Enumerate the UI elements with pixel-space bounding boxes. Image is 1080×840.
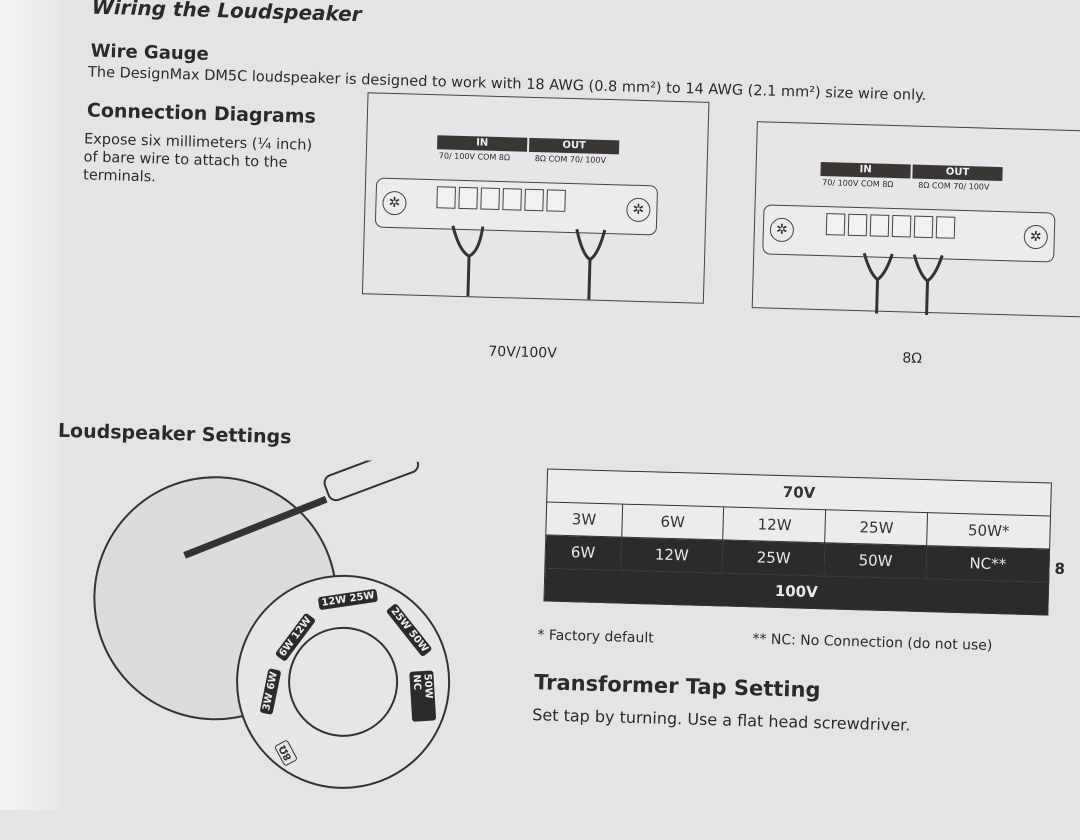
terminal-out-header: OUT — [528, 137, 620, 155]
screw-icon: ✲ — [626, 197, 651, 223]
footnote-factory: * Factory default — [537, 627, 654, 647]
dial-label: 25W 50W — [385, 602, 433, 658]
screw-icon: ✲ — [1023, 224, 1049, 250]
cell: 6W — [621, 504, 725, 540]
cell: NC** — [926, 545, 1050, 583]
dial-label: 50W NC — [409, 670, 437, 722]
wires-icon — [862, 252, 944, 316]
dial-label: 12W 25W — [317, 588, 379, 611]
diagram2-caption: 8Ω — [902, 350, 923, 367]
screwdriver-icon — [183, 455, 420, 559]
cell: 50W — [824, 542, 927, 579]
cell: 12W — [620, 537, 724, 573]
settings-heading: Loudspeaker Settings — [57, 419, 292, 449]
terminal-in-header: IN — [437, 135, 528, 152]
connection-diagram-8ohm: IN OUT 70/ 100V COM 8Ω 8Ω COM 70/ 100V ✲… — [751, 121, 1080, 318]
terminal-out-labels: 8Ω COM 70/ 100V — [918, 180, 990, 192]
terminal-slots — [825, 213, 956, 239]
connection-heading: Connection Diagrams — [86, 99, 317, 128]
section-title: Wiring the Loudspeaker — [91, 0, 362, 27]
page-edge — [0, 0, 60, 810]
cell: 12W — [723, 506, 826, 543]
tap-table: 70V 3W 6W 12W 25W 50W* 6W 12W 25W 50W NC… — [543, 468, 1052, 615]
cell: 6W — [544, 534, 622, 571]
footnote-nc: ** NC: No Connection (do not use) — [752, 631, 993, 654]
terminal-out-labels: 8Ω COM 70/ 100V — [534, 153, 607, 165]
terminal-slots — [436, 186, 566, 212]
dial-knob — [286, 625, 400, 739]
terminal-in-header: IN — [820, 161, 911, 179]
cell: 25W — [825, 509, 928, 546]
cell: 50W* — [926, 512, 1051, 550]
wires-icon — [451, 225, 607, 300]
dial-label: 8Ω — [273, 738, 299, 767]
wire-gauge-heading: Wire Gauge — [90, 40, 210, 65]
terminal-in-labels: 70/ 100V COM 8Ω — [822, 178, 894, 190]
terminal-out-header: OUT — [912, 164, 1003, 182]
screw-icon: ✲ — [769, 217, 795, 243]
screw-icon: ✲ — [382, 190, 407, 216]
dial-label: 3W 6W — [259, 667, 282, 715]
connection-text: Expose six millimeters (¼ inch) of bare … — [83, 130, 312, 190]
transformer-heading: Transformer Tap Setting — [533, 670, 821, 703]
diagram1-caption: 70V/100V — [488, 343, 557, 362]
transformer-text: Set tap by turning. Use a flat head scre… — [531, 705, 911, 735]
cell: 25W — [722, 539, 826, 576]
cell: 3W — [545, 501, 623, 538]
connection-diagram-70v-100v: IN OUT 70/ 100V COM 8Ω 8Ω COM 70/ 100V ✲… — [361, 92, 710, 304]
table-side-partial: 8 — [1054, 559, 1066, 578]
terminal-in-labels: 70/ 100V COM 8Ω — [438, 151, 511, 163]
